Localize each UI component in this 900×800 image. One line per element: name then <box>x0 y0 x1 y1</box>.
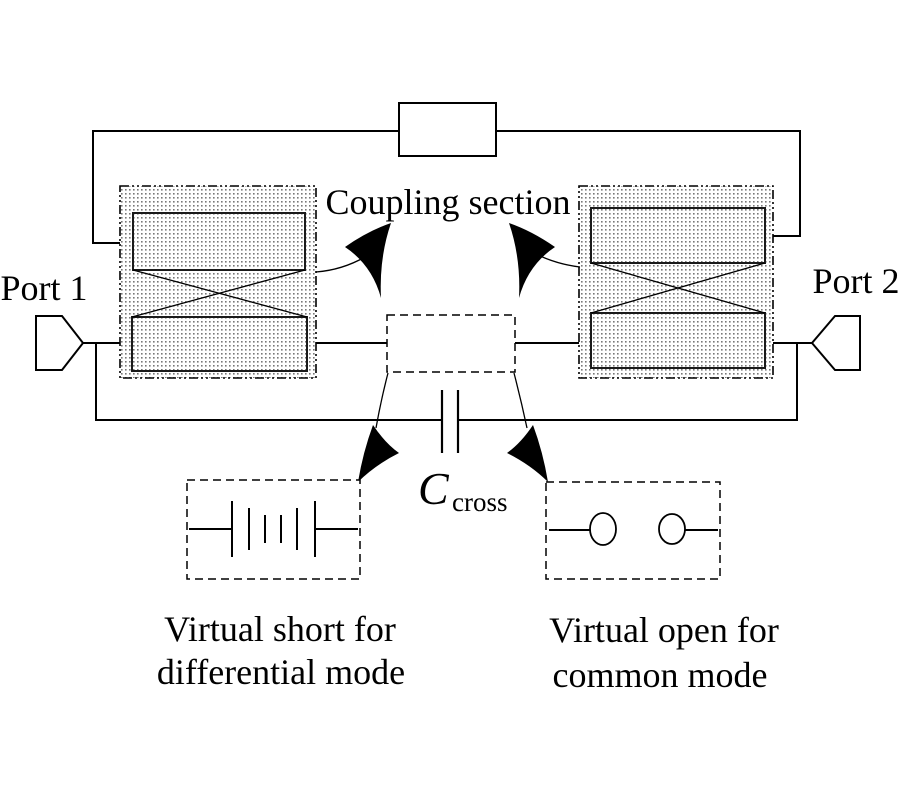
left-coupled-section-body <box>119 185 317 379</box>
port2-label: Port 2 <box>812 261 899 301</box>
right-cross-line-2 <box>590 262 766 314</box>
virtual-short-box <box>186 479 361 580</box>
cross-coupling-region-box <box>386 314 516 373</box>
left-upper-strip <box>132 212 306 271</box>
right-coupled-section <box>578 185 774 379</box>
virtual-short-label-line1: Virtual short for <box>164 609 396 649</box>
virtual-open-label-line1: Virtual open for <box>549 610 779 650</box>
virtual-short-callout-tail <box>375 372 389 429</box>
coupling-callout-left-tail <box>315 256 366 273</box>
coupling-callout-right <box>509 223 581 298</box>
top-stub-box <box>398 102 497 157</box>
virtual-short-callout-arrowhead <box>358 425 399 482</box>
port1-connector <box>35 315 85 371</box>
bottom-wire-left <box>95 343 442 421</box>
coupling-section-label: Coupling section <box>326 182 571 222</box>
port1-label: Port 1 <box>0 268 87 308</box>
coupling-callout-right-arrowhead <box>509 223 555 298</box>
right-coupled-section-body <box>578 185 774 379</box>
coupling-callout-left <box>315 223 391 298</box>
virtual-open-box <box>545 481 721 580</box>
cross-capacitor-subscript: cross <box>452 487 508 517</box>
virtual-open-callout <box>507 372 548 482</box>
coupling-callout-left-arrowhead <box>345 223 391 298</box>
virtual-open-callout-tail <box>513 372 528 429</box>
virtual-open-label-line2: common mode <box>553 655 768 695</box>
right-lower-strip <box>590 312 766 369</box>
virtual-open-circle-right <box>658 513 686 545</box>
cross-capacitor-symbol: C <box>418 463 450 514</box>
bottom-wire-right <box>458 343 798 421</box>
top-feed-wire-left <box>92 130 399 244</box>
top-feed-wire-right <box>496 130 801 237</box>
virtual-short-label-line2: differential mode <box>157 652 405 692</box>
port2-connector <box>810 315 861 371</box>
right-upper-strip <box>590 207 766 264</box>
virtual-short-callout <box>358 372 399 482</box>
left-cross-line-2 <box>131 269 306 318</box>
left-lower-strip <box>131 316 308 372</box>
virtual-open-callout-arrowhead <box>507 425 548 482</box>
virtual-open-circle-left <box>589 512 617 546</box>
left-coupled-section <box>119 185 317 379</box>
